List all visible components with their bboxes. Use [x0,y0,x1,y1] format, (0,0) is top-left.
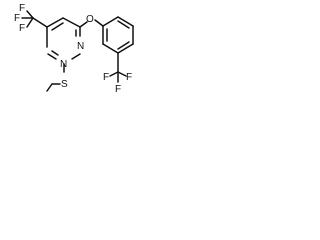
bond [117,71,127,77]
atom-label-f: F [126,72,132,83]
atom-label-f: F [103,72,109,83]
bond [109,71,119,77]
bond [102,16,119,27]
double-bond [117,20,130,29]
methylthio-group [46,63,65,92]
atom-label-f: F [14,13,20,24]
left-cf3-group [21,10,48,28]
bond [62,17,81,28]
bond [26,17,34,28]
pyrimidine-ring [46,17,81,60]
atom-label-n: N [60,59,67,70]
atom-label-f: F [19,23,25,34]
bond [79,21,88,28]
atom-label-s: S [61,79,68,90]
atom-label-f: F [19,3,25,14]
phenyl-ring [102,16,134,54]
bond [71,53,81,60]
atom-label-n: N [77,41,84,52]
bond [102,43,119,54]
double-bond [117,41,130,50]
bond [94,19,104,27]
bond [117,16,134,27]
bond [117,43,134,54]
right-cf3-group [109,52,127,83]
atom-label-f: F [115,84,121,95]
bond [46,17,64,28]
bond [26,10,34,19]
atom-label-o: O [86,14,94,25]
bond [46,83,53,92]
bond [32,17,48,28]
bond [47,53,57,60]
double-bond [51,50,59,56]
molecule-structure: N N O S F F F F F F [0,0,147,110]
canvas-background [0,0,147,110]
double-bond [51,22,64,31]
